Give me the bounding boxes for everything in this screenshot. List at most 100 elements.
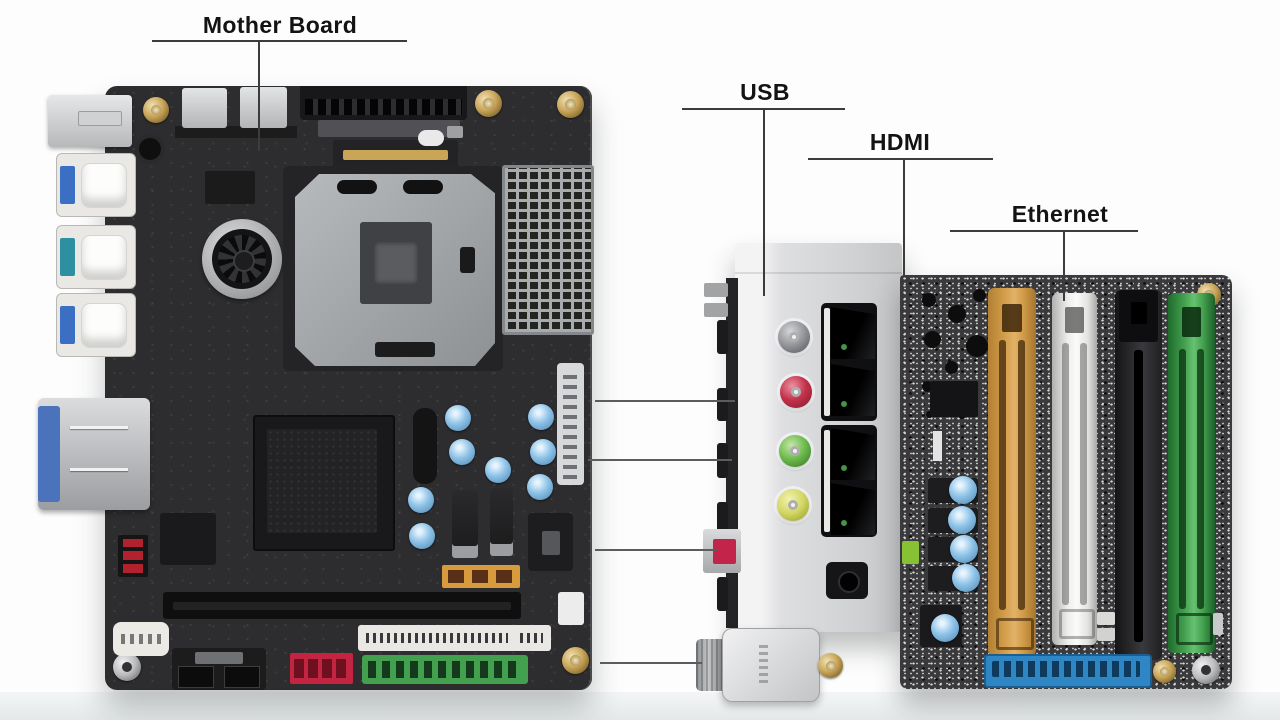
capacitor	[530, 439, 556, 465]
square-port	[826, 562, 868, 599]
vga-blue-edge	[38, 406, 60, 502]
floor-shadow	[0, 692, 1280, 720]
slot-latch-hole	[1065, 307, 1084, 333]
cpu-socket-cover	[360, 222, 432, 304]
connector-line-1	[595, 400, 735, 402]
stacked-port	[831, 428, 875, 480]
port-cutout-upper	[821, 303, 877, 421]
sata-top	[195, 652, 243, 664]
pcie-channel	[173, 602, 511, 610]
hdmi-connector-box	[722, 628, 820, 702]
cpu-die	[374, 242, 418, 284]
usb-tongue	[81, 303, 127, 348]
top-port-base	[175, 126, 297, 138]
pci-teeth	[366, 633, 543, 643]
pci-key	[508, 629, 520, 647]
screw-gold	[562, 647, 589, 674]
connector-teeth	[305, 99, 462, 115]
edge-tab-white	[558, 592, 584, 625]
cpu-bracket	[295, 174, 495, 366]
label-marks	[563, 369, 577, 479]
audio-jack-red	[780, 376, 812, 408]
front-panel-label	[113, 622, 169, 656]
pcie-slot	[163, 592, 521, 619]
via-hole	[924, 331, 941, 348]
fan	[202, 219, 282, 299]
ram-slot-black	[1115, 290, 1162, 660]
port-pcb-strip	[824, 430, 830, 532]
pci-slot-white	[358, 625, 551, 651]
leader-underline-motherboard	[152, 40, 407, 42]
screw-gold	[475, 90, 502, 117]
leader-line-motherboard	[258, 41, 260, 151]
slot-groove	[1080, 343, 1087, 605]
ram-slot-orange	[988, 288, 1036, 656]
capacitor	[528, 404, 554, 430]
capacitor	[485, 457, 511, 483]
heatsink	[502, 165, 594, 335]
antenna-port	[135, 134, 165, 164]
vga-pin	[70, 426, 128, 429]
screw-gold	[1153, 660, 1176, 683]
bracket-slot	[403, 180, 443, 194]
clip-hole	[1131, 302, 1147, 324]
small-component	[447, 126, 463, 138]
edge-connector-blue	[984, 654, 1152, 688]
panel-bump	[717, 320, 728, 354]
leader-line-usb	[763, 109, 765, 296]
capacitor	[409, 523, 435, 549]
chip-flat	[930, 381, 978, 417]
bracket-slot	[337, 180, 377, 194]
power-pins	[448, 570, 514, 583]
usb-b-port-2	[240, 87, 287, 128]
via-hole	[926, 411, 933, 418]
slot-groove	[1179, 349, 1186, 609]
via-hole	[922, 293, 936, 307]
slot-groove	[1018, 340, 1025, 610]
stacked-port	[831, 307, 875, 359]
sata-port	[178, 666, 214, 688]
gold-contacts	[343, 150, 448, 160]
white-strip-small	[933, 431, 942, 461]
chip-small	[205, 171, 255, 204]
barrel-jack	[696, 639, 726, 691]
capacitor	[950, 535, 978, 563]
slot-latch-hole	[1002, 304, 1022, 332]
stacked-port	[831, 364, 875, 416]
capacitor	[949, 476, 977, 504]
usb-port-stack-2	[56, 225, 136, 289]
chipset	[528, 513, 573, 571]
screw-silver	[113, 653, 141, 681]
ram-slot-green	[1168, 293, 1215, 653]
audio-jack-green	[779, 435, 811, 467]
via-hole	[973, 289, 986, 302]
via-hole	[948, 305, 966, 323]
vga-pin	[70, 468, 128, 471]
jumper-pins	[123, 539, 143, 573]
usb-port-stack-1	[56, 153, 136, 217]
small-component	[418, 130, 444, 146]
via-hole	[945, 361, 958, 374]
mosfet	[490, 488, 513, 556]
label-ethernet: Ethernet	[1011, 201, 1109, 227]
slot-groove	[999, 340, 1006, 610]
silver-tab	[1213, 613, 1223, 635]
panel-bump	[717, 502, 728, 534]
leader-line-hdmi	[903, 159, 905, 276]
connector-text-marks	[759, 645, 768, 683]
screw-gold	[557, 91, 584, 118]
screw-silver	[1192, 656, 1220, 684]
usb-b-port-1	[182, 88, 227, 128]
label-hdmi: HDMI	[869, 129, 931, 155]
white-clip	[1097, 612, 1115, 625]
connector-line-3	[595, 549, 717, 551]
ram-pcb-photo	[900, 275, 1232, 689]
label-motherboard: Mother Board	[202, 12, 358, 38]
port-pcb-strip	[824, 308, 830, 416]
via-hole	[966, 335, 988, 357]
sata-connectors	[172, 648, 266, 690]
usb-tab-blue	[60, 306, 75, 344]
vga-port	[38, 398, 150, 510]
port-cutout-lower	[821, 425, 877, 537]
